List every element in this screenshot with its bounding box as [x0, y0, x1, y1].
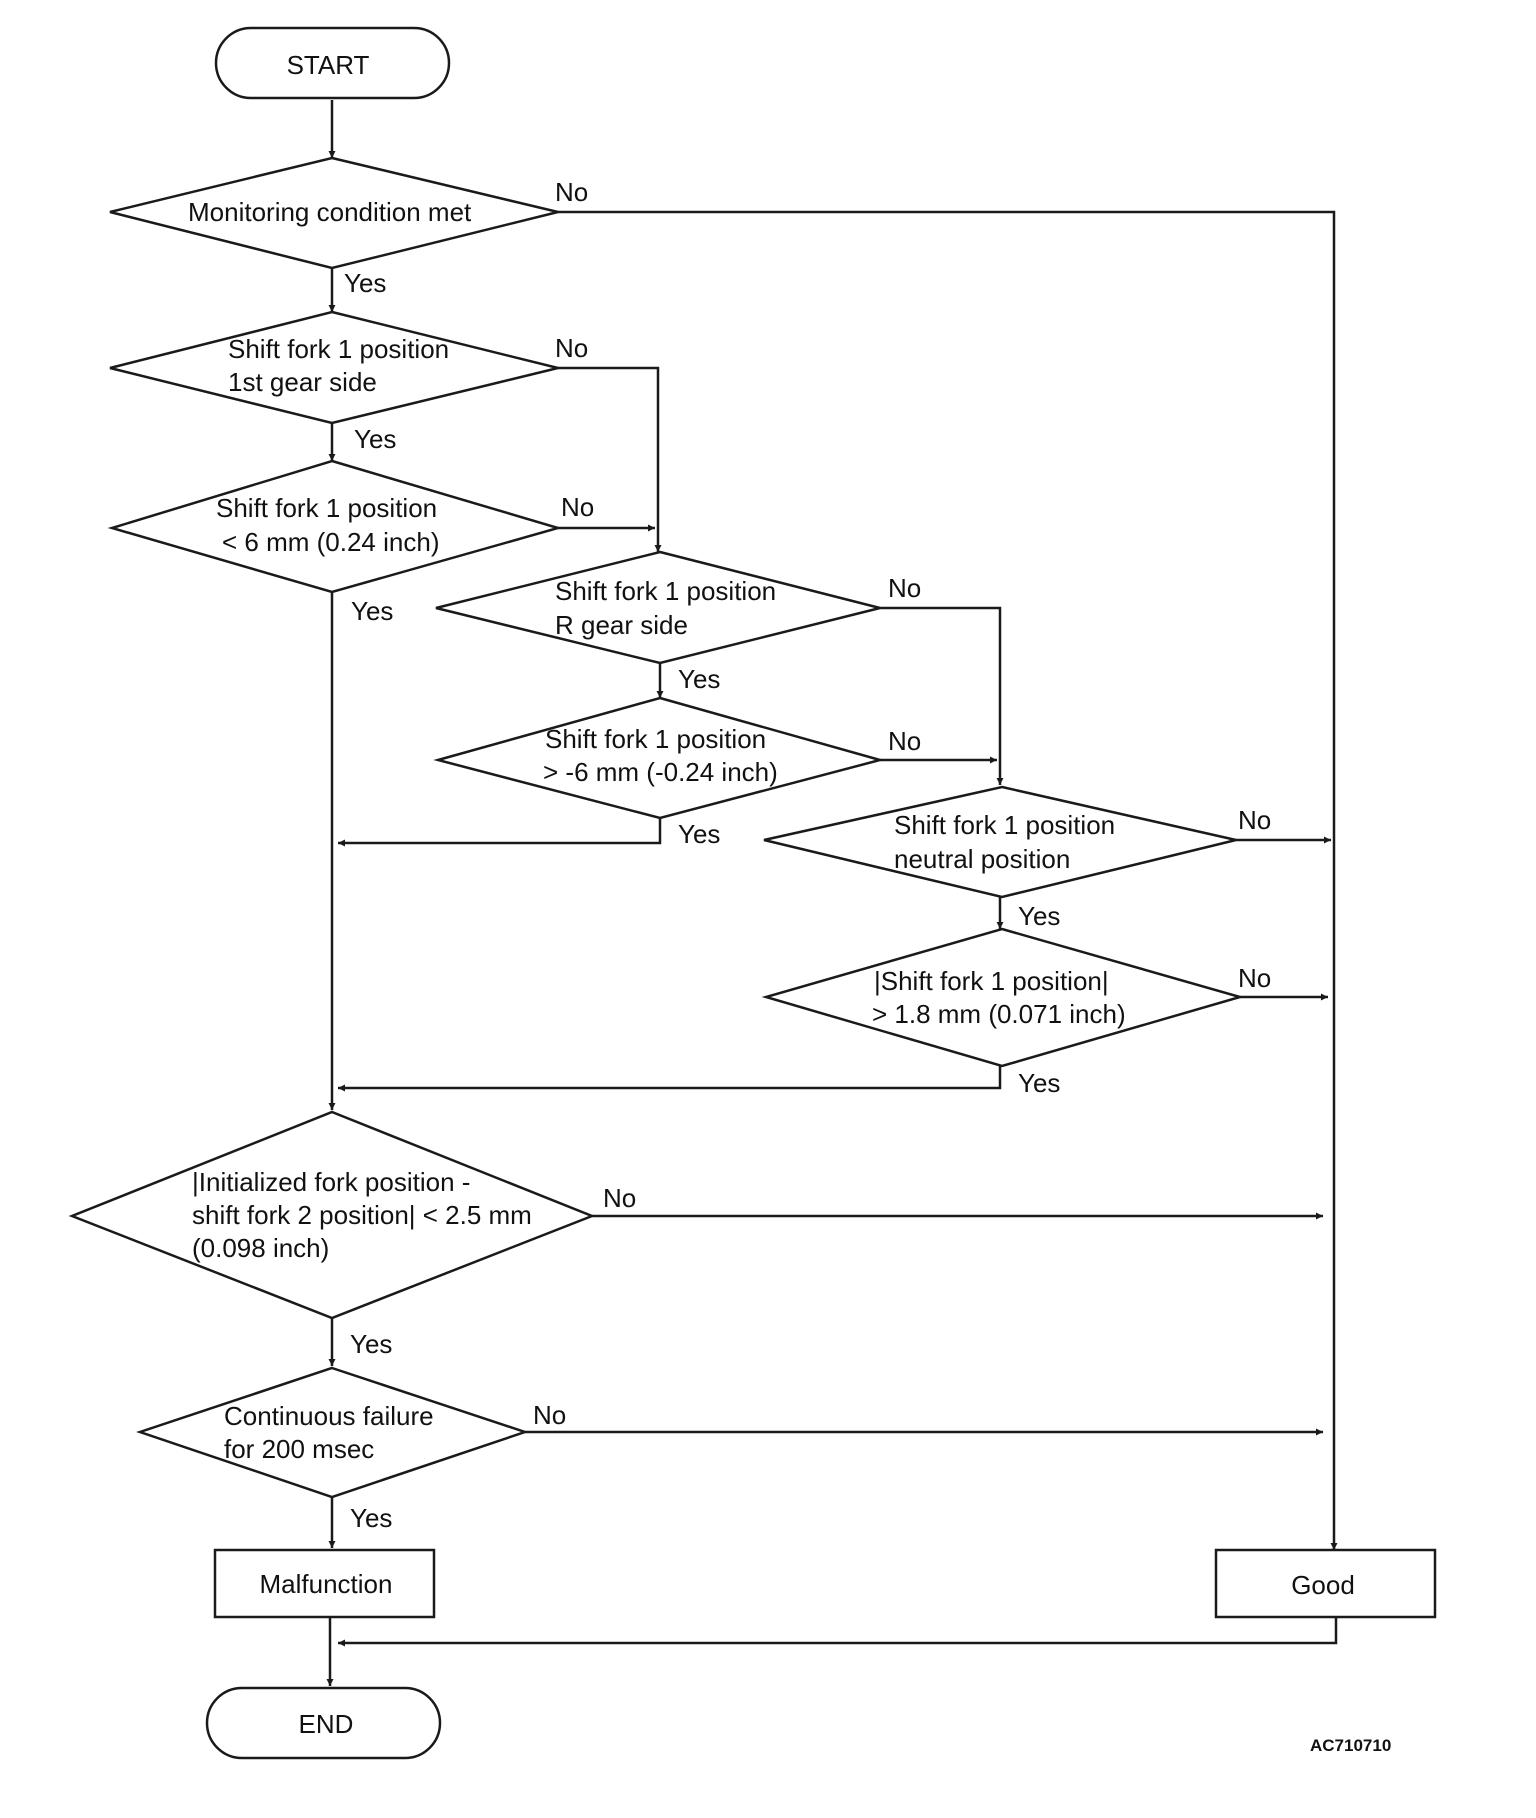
yes-label: Yes — [350, 1329, 392, 1359]
decision-text-line: |Shift fork 1 position| — [874, 966, 1109, 996]
connector-abs-yes — [338, 1066, 1002, 1092]
no-label: No — [533, 1400, 566, 1430]
decision-initialized-fork2: |Initialized fork position - shift fork … — [68, 1110, 596, 1320]
decision-continuous-failure: Continuous failure for 200 msec — [136, 1366, 529, 1499]
decision-text-line: Shift fork 1 position — [894, 810, 1115, 840]
decision-text-line: shift fork 2 position| < 2.5 mm — [192, 1200, 532, 1230]
decision-text-line: Shift fork 1 position — [545, 724, 766, 754]
yes-label: Yes — [350, 1503, 392, 1533]
connector-monitoring-no — [558, 210, 1338, 1550]
decision-fork1-neutral: Shift fork 1 position neutral position — [763, 785, 1237, 899]
decision-text-line: R gear side — [555, 610, 688, 640]
no-label: No — [1238, 963, 1271, 993]
malfunction-label: Malfunction — [260, 1569, 393, 1599]
no-label: No — [888, 726, 921, 756]
connector-r-side-no — [880, 606, 1004, 785]
decision-text-line: Continuous failure — [224, 1401, 434, 1431]
good-label: Good — [1291, 1570, 1355, 1600]
no-label: No — [888, 573, 921, 603]
end-label: END — [299, 1709, 354, 1739]
decision-monitoring-condition: Monitoring condition met — [109, 156, 559, 270]
no-label: No — [555, 333, 588, 363]
decision-fork1-1st-gear-side: Shift fork 1 position 1st gear side — [109, 310, 559, 425]
branch-labels: No Yes No Yes No Yes No Yes No Yes No Ye… — [344, 177, 1271, 1533]
decision-text-line: (0.098 inch) — [192, 1233, 329, 1263]
decision-text-line: Shift fork 1 position — [555, 576, 776, 606]
connector-fork1-1st-no — [558, 366, 662, 552]
decision-text-line: > 1.8 mm (0.071 inch) — [872, 999, 1126, 1029]
decision-text-line: neutral position — [894, 844, 1070, 874]
figure-code: AC710710 — [1310, 1736, 1391, 1755]
malfunction-box: Malfunction — [213, 1548, 436, 1619]
decision-text-line: |Initialized fork position - — [192, 1167, 470, 1197]
decision-text-line: Monitoring condition met — [188, 197, 472, 227]
decision-text-line: for 200 msec — [224, 1434, 374, 1464]
no-label: No — [561, 492, 594, 522]
yes-label: Yes — [1018, 1068, 1060, 1098]
no-label: No — [555, 177, 588, 207]
start-terminal: START — [214, 26, 451, 100]
decision-text-line: Shift fork 1 position — [228, 334, 449, 364]
yes-label: Yes — [1018, 901, 1060, 931]
end-terminal: END — [205, 1686, 442, 1760]
decision-text-line: Shift fork 1 position — [216, 493, 437, 523]
connector-good-to-end — [338, 1617, 1338, 1647]
decision-fork1-abs-gt-1-8mm: |Shift fork 1 position| > 1.8 mm (0.071 … — [761, 927, 1245, 1068]
connector-gt-neg6-yes — [338, 818, 662, 847]
good-box: Good — [1214, 1548, 1437, 1619]
connectors — [326, 100, 1338, 1686]
yes-label: Yes — [344, 268, 386, 298]
no-label: No — [603, 1183, 636, 1213]
yes-label: Yes — [678, 819, 720, 849]
decision-text-line: < 6 mm (0.24 inch) — [222, 527, 439, 557]
yes-label: Yes — [351, 596, 393, 626]
decision-text-line: > -6 mm (-0.24 inch) — [543, 757, 778, 787]
start-label: START — [287, 50, 370, 80]
yes-label: Yes — [354, 424, 396, 454]
decision-fork1-r-gear-side: Shift fork 1 position R gear side — [435, 550, 881, 665]
decision-text-line: 1st gear side — [228, 367, 377, 397]
no-label: No — [1238, 805, 1271, 835]
decision-fork1-gt-neg6mm: Shift fork 1 position > -6 mm (-0.24 inc… — [433, 696, 885, 820]
decision-fork1-lt-6mm: Shift fork 1 position < 6 mm (0.24 inch) — [107, 459, 563, 594]
yes-label: Yes — [678, 664, 720, 694]
